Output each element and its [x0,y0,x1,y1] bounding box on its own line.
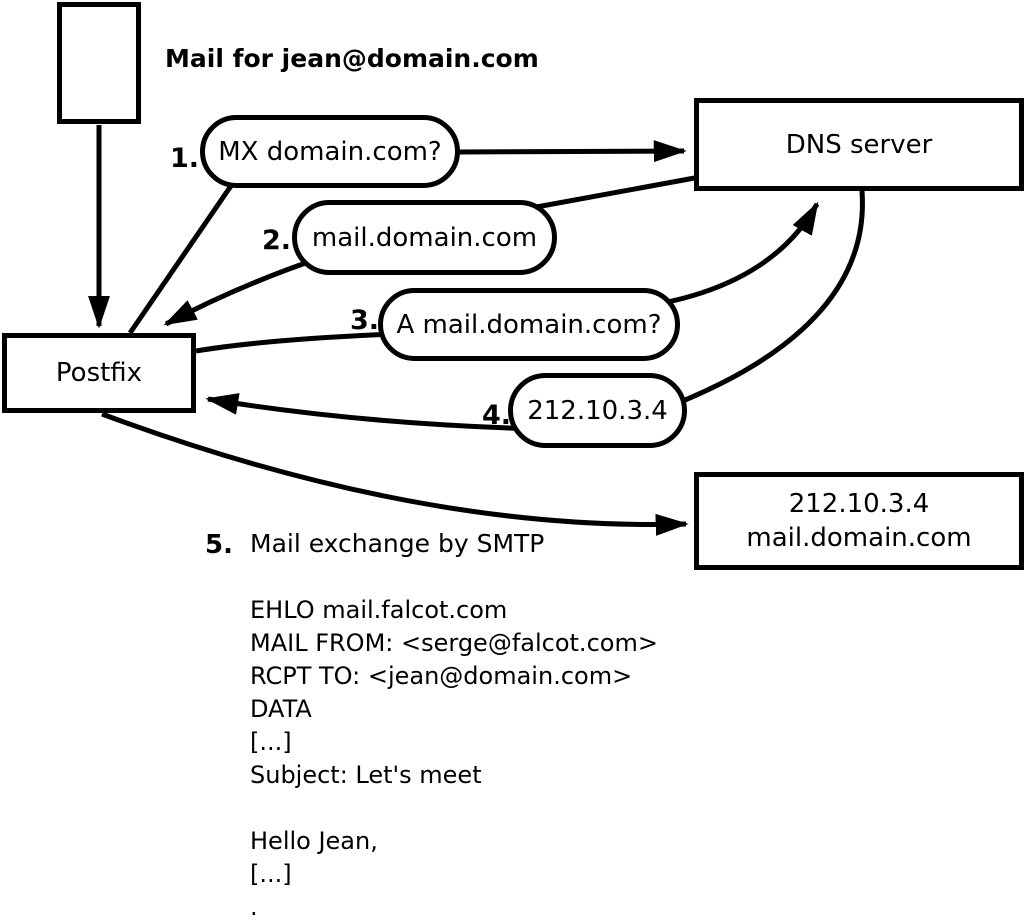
query-pill-mx: MX domain.com? [200,115,460,188]
mail-server-ip: 212.10.3.4 [788,489,930,519]
answer-pill-mx: mail.domain.com [292,200,557,275]
postfix-node: Postfix [2,333,196,413]
smtp-line: [...] [250,860,292,888]
arrow-a-answer-to-postfix [205,393,541,432]
smtp-line: MAIL FROM: <serge@falcot.com> [250,629,658,657]
query-pill-a: A mail.domain.com? [378,288,680,361]
step-number-4: 4. [482,400,512,431]
step-number-5: 5. [205,530,233,560]
dns-server-node-label: DNS server [785,129,933,160]
answer-pill-mx-label: mail.domain.com [311,222,538,253]
arrow-mx-answer-to-postfix [163,255,321,327]
smtp-line: RCPT TO: <jean@domain.com> [250,662,633,690]
answer-pill-a: 212.10.3.4 [508,373,687,448]
mail-server-node: 212.10.3.4 mail.domain.com [694,472,1024,570]
answer-pill-a-label: 212.10.3.4 [527,395,668,426]
smtp-line: DATA [250,695,312,723]
envelope-icon [57,2,141,124]
step-number-3: 3. [350,305,380,336]
line-dns-to-a-answer [659,190,865,413]
line-postfix-to-mx-query [127,178,238,335]
step-number-1: 1. [170,143,200,174]
smtp-session-text: EHLO mail.falcot.com MAIL FROM: <serge@f… [250,594,658,919]
smtp-line [250,792,658,825]
line-dns-to-mx-answer [519,174,701,213]
arrow-a-query-to-dns [639,201,820,310]
diagram-title: Mail for jean@domain.com [165,44,539,73]
smtp-line: Hello Jean, [250,827,378,855]
dns-server-node: DNS server [694,98,1024,191]
smtp-line: . [250,893,258,919]
query-pill-mx-label: MX domain.com? [218,136,442,167]
postfix-node-label: Postfix [55,358,143,388]
mail-server-hostname: mail.domain.com [746,523,972,553]
smtp-line: [...] [250,728,292,756]
smtp-line: Subject: Let's meet [250,761,482,789]
smtp-line: EHLO mail.falcot.com [250,596,508,624]
arrow-mx-query-to-dns [457,140,687,163]
query-pill-a-label: A mail.domain.com? [396,309,662,340]
step-number-2: 2. [262,225,292,256]
step-5-label: Mail exchange by SMTP [250,529,545,558]
arrow-postfix-to-mailserver [101,411,689,536]
